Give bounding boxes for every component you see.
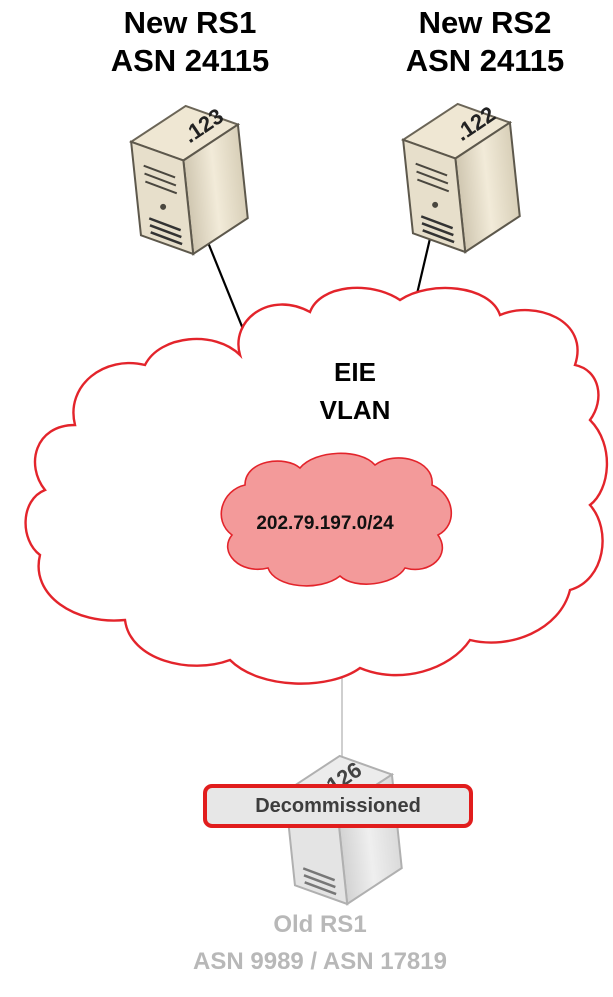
new-rs1-label: New RS1 ASN 24115: [75, 4, 305, 80]
subnet-cloud: [220, 452, 453, 587]
decommissioned-badge: Decommissioned: [203, 784, 473, 828]
old-rs1-asn: ASN 9989 / ASN 17819: [193, 948, 447, 976]
subnet-label: 202.79.197.0/24: [256, 513, 394, 534]
new-rs2-asn: ASN 24115: [405, 42, 565, 78]
vlan-label-line1: EIE: [334, 357, 376, 387]
new-rs1-name: New RS1: [123, 5, 257, 40]
server-icon: .122: [400, 101, 521, 254]
new-rs2-label: New RS2 ASN 24115: [370, 4, 600, 80]
old-rs1-name: Old RS1: [273, 911, 367, 938]
vlan-label: EIE VLAN: [270, 354, 440, 429]
server-icon: .123: [128, 103, 249, 256]
new-rs1-asn: ASN 24115: [110, 42, 270, 78]
vlan-label-line2: VLAN: [319, 394, 391, 425]
new-rs2-name: New RS2: [418, 5, 552, 40]
old-rs1-label: Old RS1 ASN 9989 / ASN 17819: [100, 906, 540, 980]
server-icon: .126: [282, 754, 403, 906]
